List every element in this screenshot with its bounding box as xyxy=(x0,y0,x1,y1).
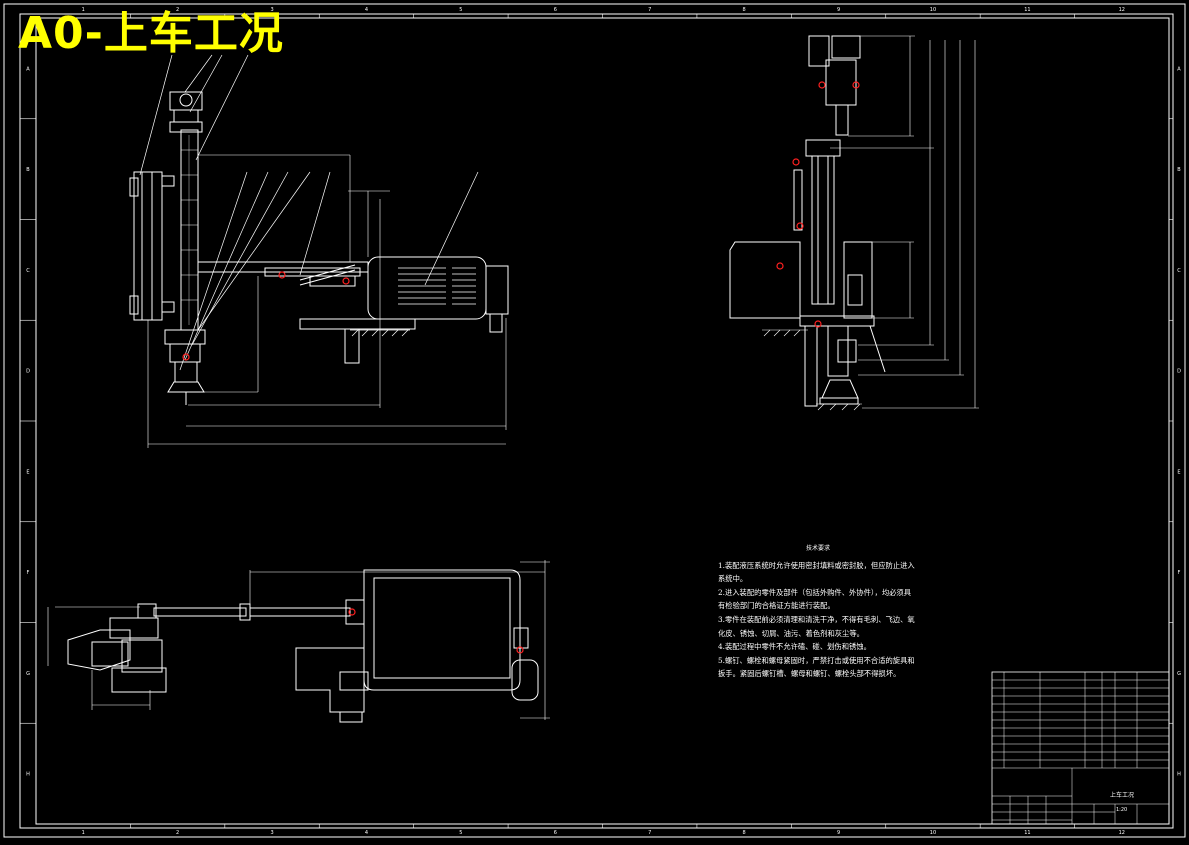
note-item-1: 1.装配液压系统时允许使用密封填料或密封胶，但应防止进入系统中。 xyxy=(718,560,915,584)
red-markers-main xyxy=(182,271,350,361)
zone-label-top: 1 xyxy=(82,7,85,13)
zone-label-right: B xyxy=(1177,167,1181,173)
zone-label-top: 3 xyxy=(270,7,273,13)
zone-label-top: 12 xyxy=(1119,7,1125,13)
notes-title: 技术要求 xyxy=(805,545,830,552)
note-item-3: 3.零件在装配前必须清理和清洗干净，不得有毛刺、飞边、氧化皮、锈蚀、切屑、油污、… xyxy=(718,614,915,638)
zone-label-top: 5 xyxy=(459,7,462,13)
zone-label-left: C xyxy=(26,268,30,274)
main-view xyxy=(129,54,509,448)
zone-label-bottom: 12 xyxy=(1119,830,1125,836)
zone-label-bottom: 9 xyxy=(837,830,840,836)
drawing-title: A0-上车工况 xyxy=(18,8,284,59)
zone-label-bottom: 4 xyxy=(365,830,368,836)
zone-label-bottom: 11 xyxy=(1024,830,1030,836)
zone-label-left: A xyxy=(26,66,30,72)
zone-label-bottom: 1 xyxy=(82,830,85,836)
top-view xyxy=(47,560,550,723)
zone-label-right: C xyxy=(1177,268,1181,274)
zone-label-left: H xyxy=(26,772,30,778)
note-item-2: 2.进入装配的零件及部件（包括外购件、外协件），均必须具有检验部门的合格证方能进… xyxy=(718,587,912,611)
zone-label-bottom: 5 xyxy=(459,830,462,836)
title-block-name: 上车工况 xyxy=(1110,791,1134,799)
zone-label-left: F xyxy=(27,570,30,576)
note-item-4: 4.装配过程中零件不允许磕、碰、划伤和锈蚀。 xyxy=(718,642,871,652)
zone-label-top: 10 xyxy=(930,7,936,13)
zone-label-top: 2 xyxy=(176,7,179,13)
zone-label-left: E xyxy=(26,469,29,475)
zone-label-top: 8 xyxy=(743,7,746,13)
zone-label-bottom: 7 xyxy=(648,830,651,836)
zone-label-right: H xyxy=(1177,772,1181,778)
side-view xyxy=(729,35,979,411)
zone-label-top: 4 xyxy=(365,7,368,13)
note-item-5: 5.螺钉、螺栓和螺母紧固时，严禁打击或使用不合适的旋具和扳手。紧固后螺钉槽、螺母… xyxy=(718,655,915,679)
zone-label-left: B xyxy=(26,167,30,173)
zone-label-right: G xyxy=(1177,671,1181,677)
zone-label-top: 7 xyxy=(648,7,651,13)
zone-label-bottom: 3 xyxy=(270,830,273,836)
zone-label-right: F xyxy=(1178,570,1181,576)
technical-notes: 技术要求 1.装配液压系统时允许使用密封填料或密封胶，但应防止进入系统中。 2.… xyxy=(718,542,918,681)
zone-label-bottom: 10 xyxy=(930,830,936,836)
zone-label-bottom: 2 xyxy=(176,830,179,836)
zone-ticks xyxy=(20,14,1173,828)
zone-label-top: 9 xyxy=(837,7,840,13)
zone-label-bottom: 6 xyxy=(554,830,557,836)
zone-label-right: A xyxy=(1177,66,1181,72)
red-markers-side xyxy=(776,81,860,328)
title-block xyxy=(991,671,1170,825)
zone-label-top: 11 xyxy=(1024,7,1030,13)
zone-label-right: D xyxy=(1177,369,1181,375)
zone-label-top: 6 xyxy=(554,7,557,13)
zone-label-right: E xyxy=(1177,469,1180,475)
red-markers-top xyxy=(348,608,524,654)
zone-label-left: D xyxy=(26,369,30,375)
zone-label-bottom: 8 xyxy=(743,830,746,836)
title-block-ratio: 1:20 xyxy=(1116,807,1127,813)
zone-label-left: G xyxy=(26,671,30,677)
